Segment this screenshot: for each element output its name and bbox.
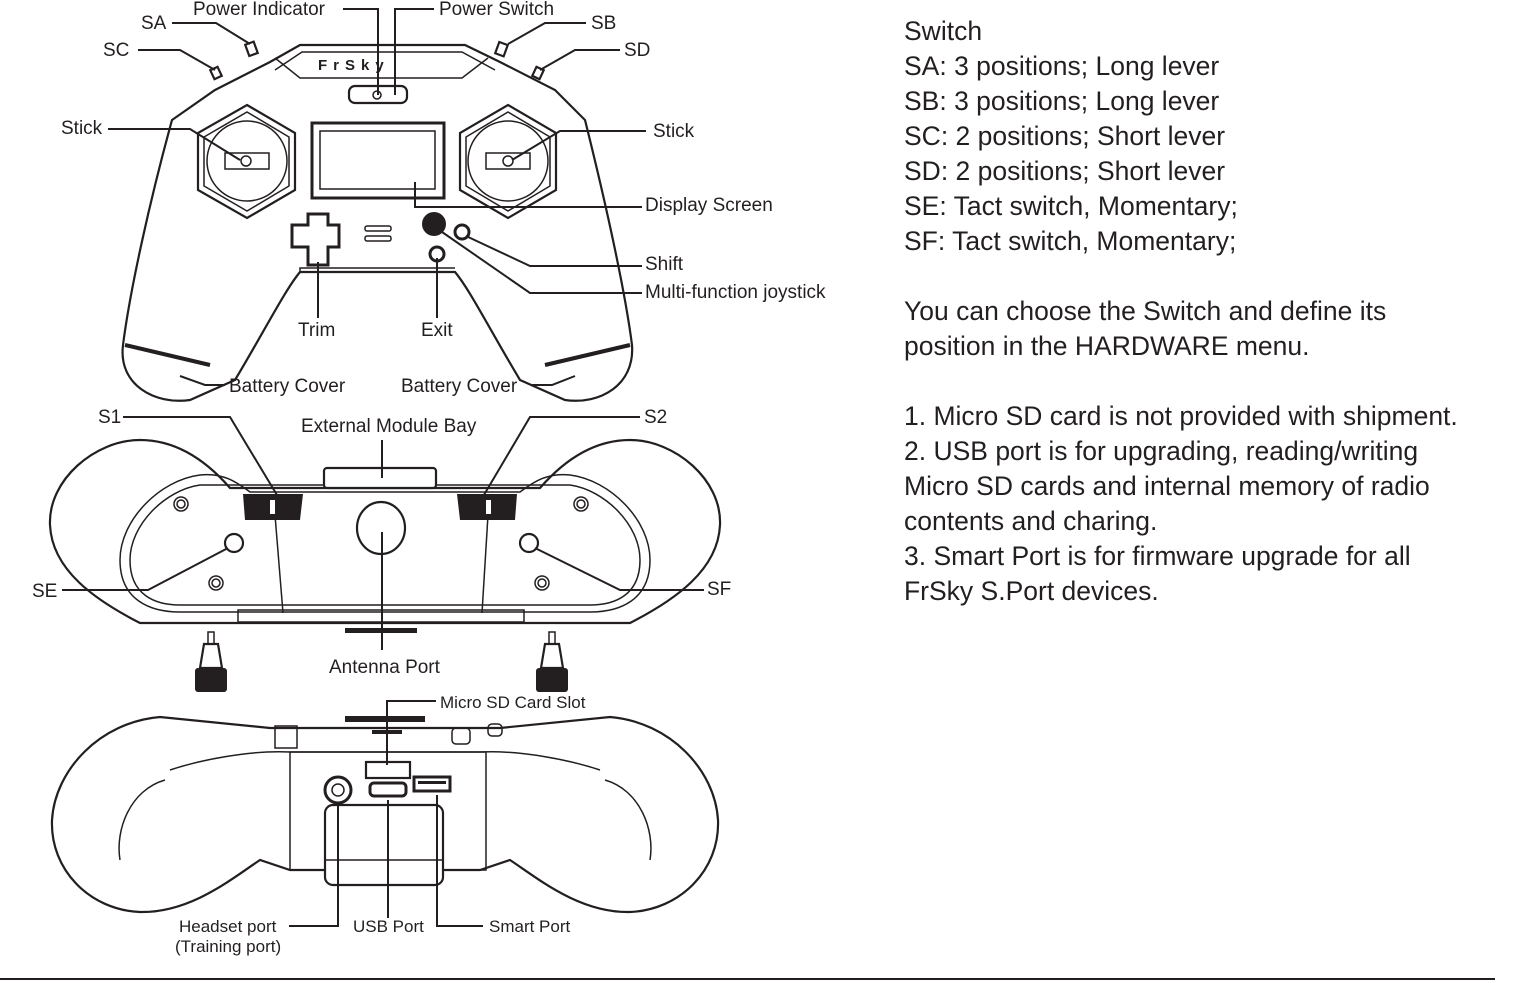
label-trim: Trim xyxy=(298,320,335,341)
bottom-divider xyxy=(0,978,1495,980)
label-sf: SF xyxy=(707,579,731,600)
switch-spec-sd: SD: 2 positions; Short lever xyxy=(904,156,1226,186)
label-battery-cover-right: Battery Cover xyxy=(401,376,518,397)
trim-dpad xyxy=(290,212,341,267)
label-multi-function-joystick: Multi-function joystick xyxy=(645,282,826,303)
note-line: FrSky S.Port devices. xyxy=(904,576,1159,606)
label-sb: SB xyxy=(591,13,616,34)
switch-heading: Switch xyxy=(904,16,983,46)
note-line: contents and charing. xyxy=(904,506,1158,536)
label-shift: Shift xyxy=(645,254,684,275)
label-stick-left: Stick xyxy=(61,118,103,139)
bottom-view: Micro SD Card Slot Headset port (Trainin… xyxy=(50,693,720,956)
frsky-logo: FrSky xyxy=(318,57,390,74)
switch-se xyxy=(223,532,245,554)
top-view: FrSky xyxy=(61,0,826,402)
hardware-note-line: position in the HARDWARE menu. xyxy=(904,331,1310,361)
switch-spec-sc: SC: 2 positions; Short lever xyxy=(904,121,1226,151)
label-micro-sd-card-slot: Micro SD Card Slot xyxy=(440,693,586,712)
transmitter-diagram: FrSky xyxy=(32,0,826,956)
hardware-note-line: You can choose the Switch and define its xyxy=(904,296,1387,326)
switch-sb xyxy=(493,40,510,58)
battery-box xyxy=(323,803,445,887)
label-power-switch: Power Switch xyxy=(439,0,554,20)
note-line: 2. USB port is for upgrading, reading/wr… xyxy=(904,436,1419,466)
usb-port xyxy=(368,781,408,798)
label-se: SE xyxy=(32,581,57,602)
logo-plate xyxy=(274,57,489,79)
switch-sf xyxy=(518,532,540,554)
label-external-module-bay: External Module Bay xyxy=(301,416,477,437)
switch-spec-se: SE: Tact switch, Momentary; xyxy=(904,191,1238,221)
label-headset-port: Headset port xyxy=(179,917,277,936)
label-display-screen: Display Screen xyxy=(645,195,773,216)
label-sa: SA xyxy=(141,13,167,34)
label-training-port: (Training port) xyxy=(175,937,281,956)
label-s2: S2 xyxy=(644,407,667,428)
label-usb-port: USB Port xyxy=(353,917,424,936)
note-line: 3. Smart Port is for firmware upgrade fo… xyxy=(904,541,1411,571)
note-line: Micro SD cards and internal memory of ra… xyxy=(904,471,1430,501)
label-antenna-port: Antenna Port xyxy=(329,657,441,678)
multi-function-joystick xyxy=(422,212,446,236)
label-sc: SC xyxy=(103,40,129,61)
label-smart-port: Smart Port xyxy=(489,917,571,936)
label-battery-cover-left: Battery Cover xyxy=(229,376,346,397)
headset-port xyxy=(323,775,353,805)
label-stick-right: Stick xyxy=(653,121,695,142)
label-power-indicator: Power Indicator xyxy=(193,0,326,20)
label-s1: S1 xyxy=(98,407,121,428)
description-panel: Switch SA: 3 positions; Long lever SB: 3… xyxy=(904,14,1519,609)
right-antenna xyxy=(536,631,568,692)
switch-spec-sb: SB: 3 positions; Long lever xyxy=(904,86,1220,116)
label-exit: Exit xyxy=(421,320,453,341)
switch-spec-sa: SA: 3 positions; Long lever xyxy=(904,51,1220,81)
front-view: S1 S2 External Module Bay SE SF Antenna … xyxy=(32,407,731,692)
label-sd: SD xyxy=(624,40,650,61)
note-line: 1. Micro SD card is not provided with sh… xyxy=(904,401,1458,431)
switch-spec-sf: SF: Tact switch, Momentary; xyxy=(904,226,1237,256)
switch-sa xyxy=(243,40,260,58)
shift-button xyxy=(453,223,471,241)
left-antenna xyxy=(195,631,227,692)
display-screen xyxy=(310,121,446,200)
external-module-bay xyxy=(322,466,438,490)
